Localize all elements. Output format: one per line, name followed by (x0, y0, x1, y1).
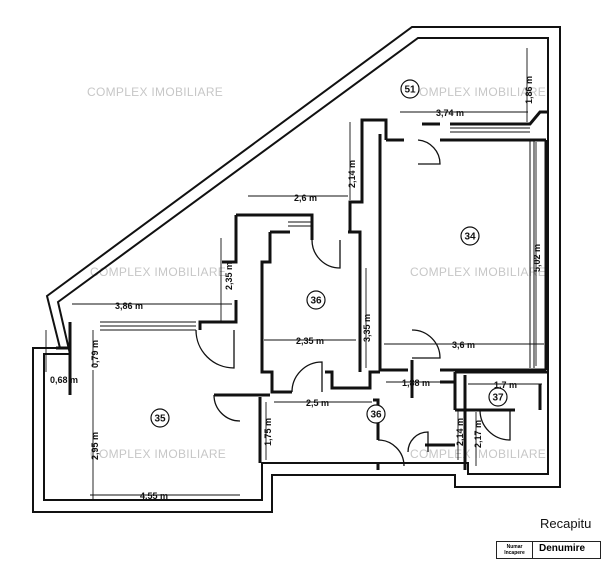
dim-label: 2,17 m (473, 420, 483, 448)
room-number: 35 (154, 414, 166, 425)
room-marker (366, 404, 386, 424)
room-marker (150, 408, 170, 428)
room-number: 51 (404, 85, 416, 96)
dim-label: 3,74 m (436, 108, 464, 118)
dim-label: 2,5 m (306, 398, 329, 408)
room-marker (488, 387, 508, 407)
watermark: COMPLEX IMOBILIARE (410, 265, 546, 279)
watermark: COMPLEX IMOBILIARE (90, 447, 226, 461)
door-swings (195, 139, 511, 467)
room-number: 34 (464, 232, 476, 243)
interior-walls (56, 110, 548, 470)
dim-label: 0,79 m (90, 340, 100, 368)
watermark: COMPLEX IMOBILIARE (410, 85, 546, 99)
dim-label: 2,35 m (224, 262, 234, 290)
dim-label: 5,02 m (532, 244, 542, 272)
room-number: 36 (310, 296, 322, 307)
room-marker (306, 290, 326, 310)
dim-label: 0,68 m (50, 375, 78, 385)
dim-label: 3,6 m (452, 340, 475, 350)
room-number: 36 (370, 410, 382, 421)
watermark: COMPLEX IMOBILIARE (410, 447, 546, 461)
dim-label: 3,86 m (115, 301, 143, 311)
dim-label: 1,86 m (524, 76, 534, 104)
recap-col-name: Denumire (539, 543, 586, 554)
dim-label: 1,75 m (263, 418, 273, 446)
recap-title: Recapitu (540, 516, 592, 531)
dim-label: 1,88 m (402, 378, 430, 388)
dim-label: 4,55 m (140, 491, 168, 501)
watermark: COMPLEX IMOBILIARE (90, 265, 226, 279)
room-marker (400, 79, 420, 99)
outer-wall (32, 26, 561, 513)
room-number: 37 (492, 393, 504, 404)
dim-label: 2,6 m (294, 193, 317, 203)
room-numbers: 51 34 36 35 36 37 (150, 79, 508, 428)
windows (100, 127, 535, 368)
watermark: COMPLEX IMOBILIARE (87, 85, 223, 99)
dimension-labels: 1,86 m 3,74 m 2,14 m 2,6 m 5,02 m 2,35 m… (50, 76, 542, 501)
dim-label: 1,7 m (494, 380, 517, 390)
recap-col-number: Numar Incapere (497, 542, 533, 558)
dim-label: 2,14 m (347, 160, 357, 188)
dim-label: 3,35 m (362, 314, 372, 342)
dim-label: 2,95 m (90, 432, 100, 460)
dim-label: 2,35 m (296, 336, 324, 346)
dim-label: 2,14 m (455, 418, 465, 446)
room-marker (460, 226, 480, 246)
recap-table: Numar Incapere Denumire (496, 541, 601, 559)
dimension-lines (45, 48, 544, 500)
